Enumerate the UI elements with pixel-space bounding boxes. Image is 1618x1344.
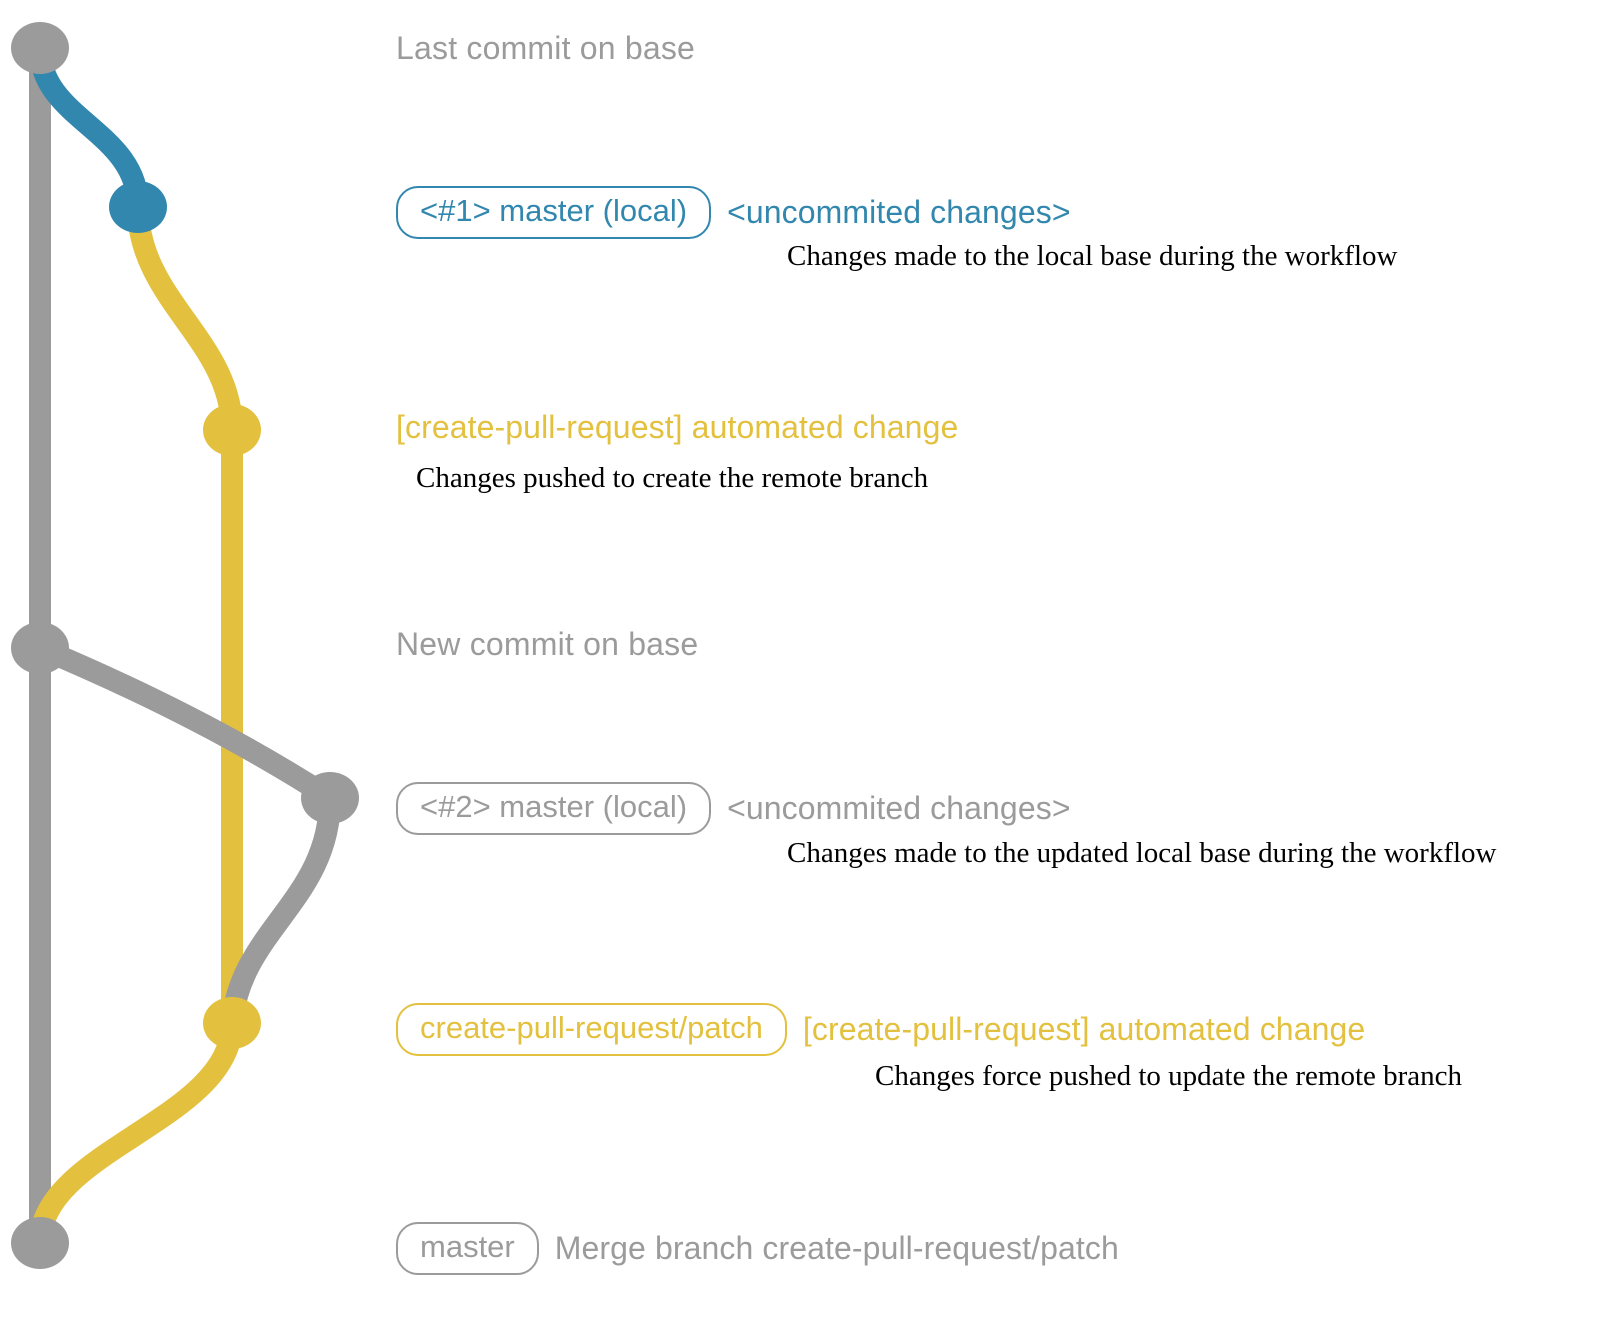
- git-graph: [11, 22, 359, 1269]
- edge-local2-to-patch2: [221, 787, 341, 1034]
- commit-message-uncommited-changes-1: <uncommited changes>: [727, 193, 1071, 230]
- branch-badge-master-local-1[interactable]: <#1> master (local): [396, 186, 712, 239]
- edge-local1-to-patch1: [127, 196, 243, 441]
- graph-row-automated-change-2: create-pull-request/patch [create-pull-r…: [396, 1003, 1365, 1056]
- graph-row-merge-branch: master Merge branch create-pull-request/…: [396, 1222, 1119, 1275]
- commit-node-local-1[interactable]: [109, 181, 167, 233]
- graph-row-automated-change-1: [create-pull-request] automated change: [396, 409, 958, 446]
- commit-node-base-new[interactable]: [11, 622, 69, 674]
- commit-description-1: Changes made to the local base during th…: [787, 240, 1398, 272]
- commit-message-new-commit-label: New commit on base: [396, 626, 699, 662]
- commit-message-merge-branch: Merge branch create-pull-request/patch: [554, 1229, 1119, 1266]
- commit-message-automated-change-2: [create-pull-request] automated change: [802, 1010, 1366, 1047]
- commit-node-base-top[interactable]: [11, 22, 69, 74]
- commit-message-label: Last commit on base: [396, 30, 696, 66]
- commit-node-merge-master[interactable]: [11, 1217, 69, 1269]
- branch-badge-master-local-2[interactable]: <#2> master (local): [396, 782, 712, 835]
- graph-row-new-commit-on-base: New commit on base: [396, 626, 698, 663]
- edge-base-to-local1: [29, 37, 149, 218]
- graph-row-last-commit-on-base: Last commit on base: [396, 30, 695, 67]
- commit-node-patch-2[interactable]: [203, 997, 261, 1049]
- branch-badge-create-pull-request-patch[interactable]: create-pull-request/patch: [396, 1003, 787, 1056]
- graph-row-master-local-1: <#1> master (local) <uncommited changes>: [396, 186, 1071, 239]
- edge-patch2-to-merge: [29, 1012, 243, 1254]
- edge-basenew-to-local2: [29, 637, 341, 809]
- branch-badge-master[interactable]: master: [396, 1222, 539, 1275]
- commit-node-local-2[interactable]: [301, 772, 359, 824]
- commit-description-3: Changes made to the updated local base d…: [787, 837, 1497, 869]
- commit-description-2: Changes pushed to create the remote bran…: [416, 462, 929, 494]
- commit-message-uncommited-changes-2: <uncommited changes>: [727, 789, 1071, 826]
- commit-description-4: Changes force pushed to update the remot…: [875, 1060, 1463, 1092]
- graph-row-master-local-2: <#2> master (local) <uncommited changes>: [396, 782, 1071, 835]
- commit-message-automated-change-1: [create-pull-request] automated change: [396, 409, 959, 445]
- commit-node-patch-1[interactable]: [203, 404, 261, 456]
